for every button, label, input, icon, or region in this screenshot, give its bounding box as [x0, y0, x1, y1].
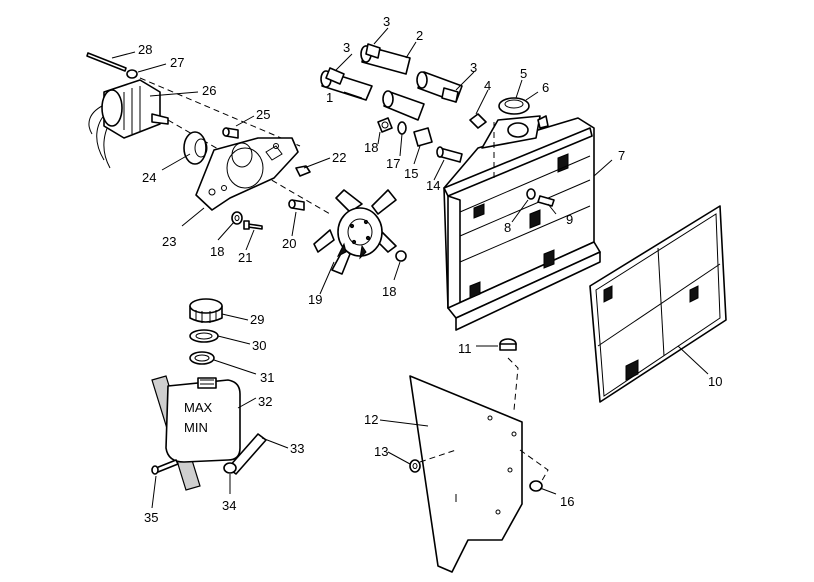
callout-35: 34 — [222, 498, 236, 513]
callout-3-top: 3 — [383, 14, 390, 29]
radiator-screen-10 — [589, 205, 727, 403]
callout-5: 5 — [520, 66, 527, 81]
shroud-12 — [409, 375, 549, 573]
gasket-31 — [189, 329, 219, 343]
callout-6: 6 — [542, 80, 549, 95]
screw-36 — [151, 459, 179, 475]
callout-9: 9 — [566, 212, 573, 227]
callout-31: 30 — [252, 338, 266, 353]
callout-33: 32 — [258, 394, 272, 409]
callout-3-right: 3 — [470, 60, 477, 75]
callout-12: 12 — [364, 412, 378, 427]
callout-11: 11 — [458, 341, 472, 356]
fitting-15 — [436, 146, 463, 163]
callout-14: 16 — [560, 494, 574, 509]
callout-7: 7 — [618, 148, 625, 163]
bolt-14 — [529, 480, 543, 492]
fan-bracket-24 — [195, 137, 299, 211]
nut-23 — [295, 165, 311, 177]
clamp-35 — [223, 462, 237, 474]
leader-lines — [111, 27, 709, 509]
fan-blade-20 — [313, 189, 397, 275]
callout-20: 19 — [308, 292, 322, 307]
hub-25 — [183, 131, 208, 165]
callout-21: 20 — [282, 236, 296, 251]
callout-23: 22 — [332, 150, 346, 165]
washer-17 — [397, 121, 407, 135]
screw-4 — [469, 113, 487, 129]
screw-22 — [243, 220, 263, 230]
callout-18-upper: 18 — [364, 140, 378, 155]
overflow-tank-33: MAX MIN — [151, 375, 241, 491]
mount-11 — [499, 338, 517, 351]
callout-22: 21 — [238, 250, 252, 265]
callout-28: 27 — [170, 55, 184, 70]
callout-29: 28 — [138, 42, 152, 57]
tank-cap-30 — [189, 298, 223, 323]
callout-27: 26 — [202, 83, 216, 98]
callout-1: 1 — [326, 90, 333, 105]
radiator-7 — [443, 115, 601, 331]
callout-15: 14 — [426, 178, 440, 193]
callout-32: 31 — [260, 370, 274, 385]
callout-16: 15 — [404, 166, 418, 181]
callout-10: 10 — [708, 374, 722, 389]
nut-19 — [395, 250, 407, 262]
callout-13: 13 — [374, 444, 388, 459]
nut-13 — [409, 459, 421, 473]
callout-3-left: 3 — [343, 40, 350, 55]
tank-min-mark: MIN — [184, 420, 208, 435]
bolt-9 — [537, 195, 555, 207]
callout-2: 2 — [416, 28, 423, 43]
tank-max-mark: MAX — [184, 400, 213, 415]
fan-motor-assembly — [86, 52, 331, 215]
nut-18-upper — [377, 117, 393, 133]
callout-24: 23 — [162, 234, 176, 249]
hose-lower — [382, 90, 425, 121]
callout-19: 18 — [382, 284, 396, 299]
spacer-21 — [288, 199, 305, 211]
washer-8 — [526, 188, 536, 200]
fitting-16 — [413, 127, 433, 147]
callout-25: 24 — [142, 170, 156, 185]
callout-labels: 28 27 26 25 24 22 23 18 21 20 19 18 1 3 … — [138, 14, 722, 525]
callout-18-lower: 18 — [210, 244, 224, 259]
callout-30: 29 — [250, 312, 264, 327]
callout-36: 35 — [144, 510, 158, 525]
callout-34: 33 — [290, 441, 304, 456]
callout-26: 25 — [256, 107, 270, 122]
spacer-26 — [222, 127, 239, 139]
callout-4: 4 — [484, 78, 491, 93]
seal-32 — [189, 351, 215, 365]
callout-8: 8 — [504, 220, 511, 235]
radiator-cap-5 — [498, 97, 530, 115]
hose-clamp — [325, 43, 459, 103]
nut-18-lower — [231, 211, 243, 225]
callout-17: 17 — [386, 156, 400, 171]
